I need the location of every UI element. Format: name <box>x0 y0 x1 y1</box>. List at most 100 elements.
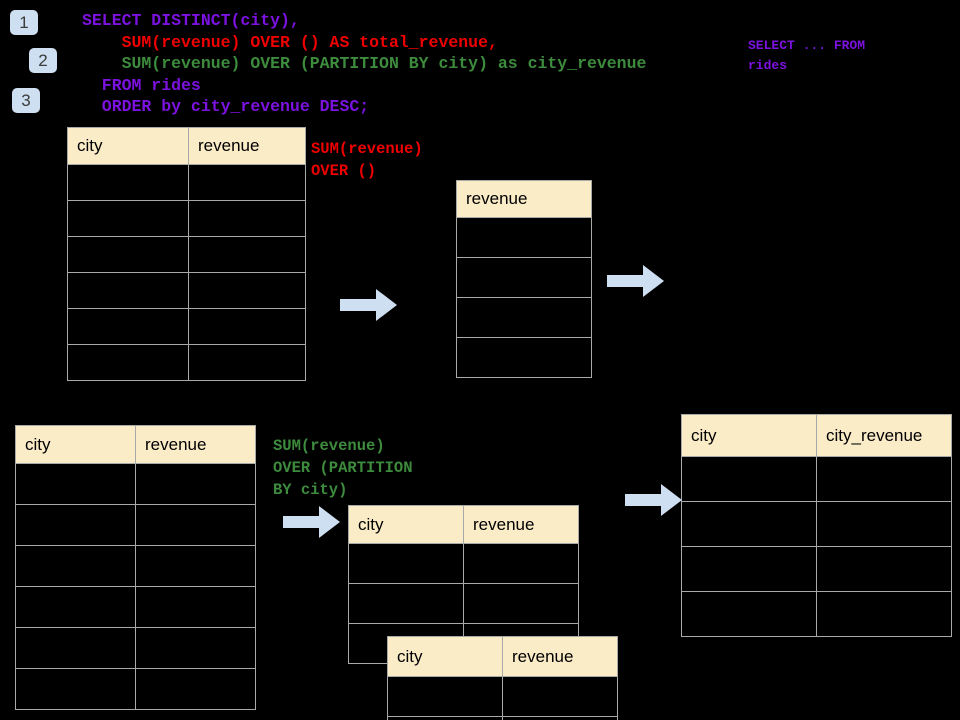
table-cell-city <box>67 200 189 237</box>
table-row <box>681 501 952 547</box>
annotation-city-revenue: SUM(revenue) OVER (PARTITION BY city) <box>273 437 413 499</box>
table-cell-city <box>15 504 136 546</box>
table-cell-revenue <box>463 583 579 624</box>
table-row <box>67 344 306 381</box>
table-row <box>681 546 952 592</box>
table-cell-revenue <box>188 236 306 273</box>
table-cell-city <box>67 272 189 309</box>
table-cell-revenue <box>135 463 256 505</box>
table-cell-revenue <box>188 344 306 381</box>
table-cell-city <box>15 668 136 710</box>
table-cell-city <box>681 456 817 502</box>
sql-line-2: SUM(revenue) OVER () AS total_revenue, <box>82 32 498 52</box>
table-cell-revenue <box>188 308 306 345</box>
table-row <box>681 456 952 502</box>
column-header-revenue: revenue <box>463 505 579 544</box>
table-cell-revenue <box>456 217 592 258</box>
table-cell-revenue <box>188 164 306 201</box>
annotation-select-from-rides: SELECT ... FROM rides <box>748 38 866 73</box>
column-header-city_revenue: city_revenue <box>816 414 952 457</box>
arrow-rides-to-partition <box>283 505 341 539</box>
table-cell-city <box>681 591 817 637</box>
table-row <box>67 236 306 273</box>
table-cell-city <box>67 164 189 201</box>
table-row <box>15 627 256 669</box>
total-revenue-table: revenue <box>456 180 592 378</box>
column-header-revenue: revenue <box>502 636 618 677</box>
table-cell-city <box>15 463 136 505</box>
table-cell-city <box>67 308 189 345</box>
table-cell-city <box>348 543 464 584</box>
column-header-revenue: revenue <box>135 425 256 464</box>
table-cell-revenue <box>456 337 592 378</box>
table-cell-city <box>67 344 189 381</box>
table-cell-revenue <box>456 297 592 338</box>
table-row <box>681 591 952 637</box>
table-cell-revenue <box>463 543 579 584</box>
column-header-city: city <box>387 636 503 677</box>
table-cell-revenue <box>502 676 618 717</box>
column-header-city: city <box>67 127 189 165</box>
table-row <box>15 545 256 587</box>
table-row <box>456 297 592 338</box>
table-cell-city <box>681 546 817 592</box>
table-row <box>67 272 306 309</box>
table-cell-revenue <box>188 272 306 309</box>
table-row <box>387 716 618 720</box>
table-cell-revenue <box>188 200 306 237</box>
table-row <box>15 504 256 546</box>
table-cell-city <box>348 583 464 624</box>
table-cell-revenue <box>456 257 592 298</box>
table-cell-city <box>387 676 503 717</box>
column-header-revenue: revenue <box>456 180 592 218</box>
column-header-city: city <box>681 414 817 457</box>
table-row <box>456 217 592 258</box>
table-row <box>15 668 256 710</box>
table-cell-revenue <box>502 716 618 720</box>
sql-query-block: SELECT DISTINCT(city), SUM(revenue) OVER… <box>82 10 646 118</box>
table-row <box>67 200 306 237</box>
table-cell-revenue <box>135 586 256 628</box>
table-cell-city_revenue <box>816 456 952 502</box>
step-badge-2: 2 <box>29 48 57 73</box>
table-row <box>348 543 579 584</box>
table-row <box>15 586 256 628</box>
table-cell-city <box>67 236 189 273</box>
sql-line-5: ORDER by city_revenue DESC; <box>82 97 370 116</box>
table-cell-city_revenue <box>816 591 952 637</box>
table-row <box>456 257 592 298</box>
table-cell-city_revenue <box>816 546 952 592</box>
column-header-city: city <box>348 505 464 544</box>
table-row <box>15 463 256 505</box>
table-row <box>67 164 306 201</box>
table-cell-city_revenue <box>816 501 952 547</box>
table-cell-city <box>681 501 817 547</box>
step-badge-3: 3 <box>12 88 40 113</box>
sql-line-4: FROM rides <box>82 75 201 95</box>
sql-line-3: SUM(revenue) OVER (PARTITION BY city) as… <box>82 54 647 73</box>
table-cell-revenue <box>135 668 256 710</box>
table-cell-city <box>15 545 136 587</box>
table-cell-revenue <box>135 504 256 546</box>
step-badge-1: 1 <box>10 10 38 35</box>
arrow-rides-to-total-revenue <box>340 288 398 322</box>
column-header-city: city <box>15 425 136 464</box>
column-header-revenue: revenue <box>188 127 306 165</box>
table-cell-revenue <box>135 545 256 587</box>
table-header-row: revenue <box>456 180 592 218</box>
table-row <box>348 583 579 624</box>
arrow-partition-to-result <box>625 483 683 517</box>
table-row <box>67 308 306 345</box>
table-row <box>456 337 592 378</box>
table-row <box>387 676 618 717</box>
sql-line-1: SELECT DISTINCT(city), <box>82 11 300 30</box>
